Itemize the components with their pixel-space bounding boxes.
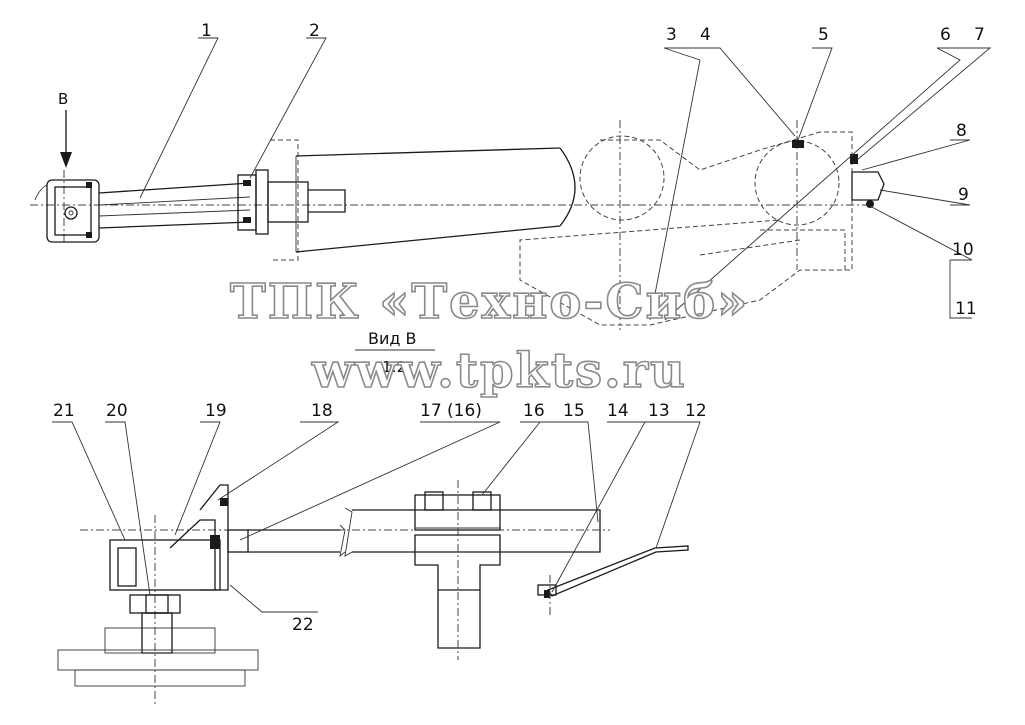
callout-10: 10 — [952, 240, 974, 260]
rod-section-middle — [344, 480, 610, 660]
callout-1: 1 — [201, 21, 212, 41]
watermark-company: ТПК «Техно-Сиб» — [230, 274, 749, 330]
callout-14: 14 — [607, 401, 629, 421]
watermark: ТПК «Техно-Сиб» www.tpkts.ru — [229, 273, 749, 400]
callout-17-16: 17 (16) — [420, 401, 482, 421]
callout-2: 2 — [309, 21, 320, 41]
callout-7: 7 — [974, 25, 985, 45]
view-b-detail — [57, 484, 350, 705]
callout-6: 6 — [940, 25, 951, 45]
callout-9: 9 — [958, 185, 969, 205]
callout-22: 22 — [292, 615, 314, 635]
view-b-scale: 1:2 — [382, 358, 406, 376]
callout-4: 4 — [700, 25, 711, 45]
callout-19: 19 — [205, 401, 227, 421]
callout-12: 12 — [685, 401, 707, 421]
lever-detail — [537, 545, 689, 615]
callout-15: 15 — [563, 401, 585, 421]
callout-labels: 1 2 3 4 5 6 7 8 9 10 11 12 13 14 15 16 1… — [53, 21, 985, 635]
callout-16: 16 — [523, 401, 545, 421]
callout-3: 3 — [666, 25, 677, 45]
callout-20: 20 — [106, 401, 128, 421]
leader-lines-top — [60, 37, 992, 321]
callout-21: 21 — [53, 401, 75, 421]
view-arrow-label: B — [58, 90, 68, 108]
watermark-url: www.tpkts.ru — [311, 343, 687, 399]
callout-8: 8 — [956, 121, 967, 141]
top-assembly-view — [30, 120, 885, 330]
callout-5: 5 — [818, 25, 829, 45]
callout-13: 13 — [648, 401, 670, 421]
callout-18: 18 — [311, 401, 333, 421]
view-b-title: Вид В — [368, 329, 417, 348]
callout-11: 11 — [955, 299, 977, 319]
leader-lines-bottom — [52, 349, 701, 613]
